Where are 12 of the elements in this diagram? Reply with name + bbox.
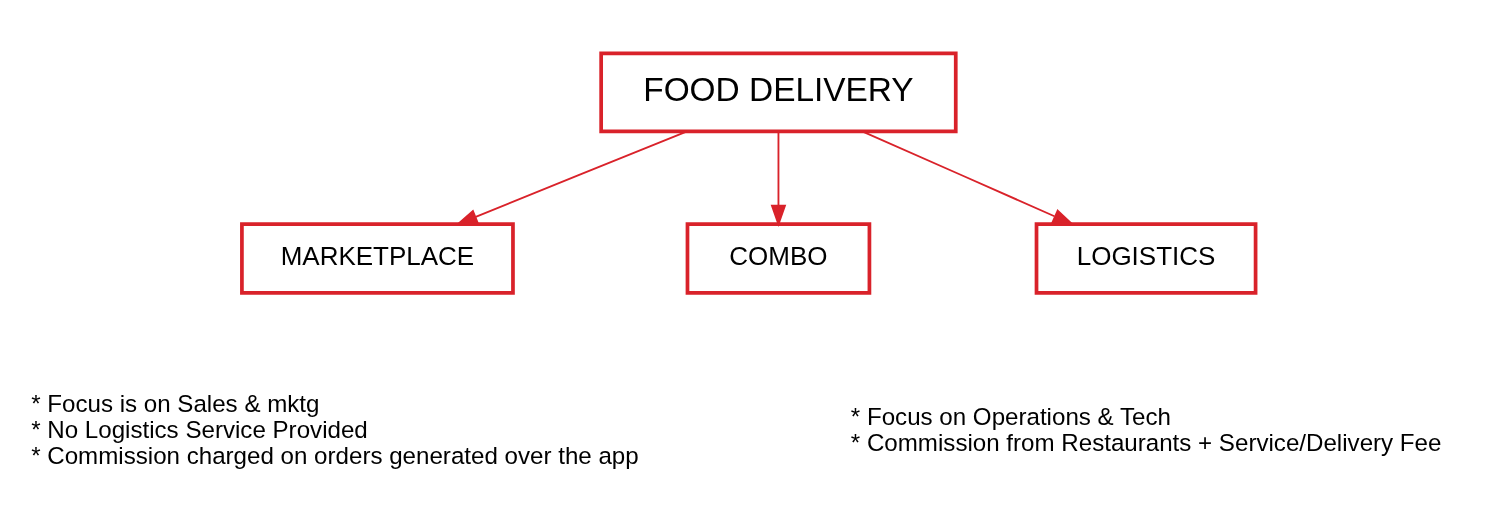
arrow: [455, 130, 688, 226]
node-label: * Focus is on Sales & mktg: [31, 390, 320, 418]
node-box: FOOD DELIVERY: [599, 51, 958, 134]
node-label: * Focus on Operations & Tech: [850, 403, 1171, 431]
arrow: [770, 131, 787, 227]
node-box: COMBO: [685, 222, 872, 295]
node-label: * Commission from Restaurants + Service/Delivery Fee: [850, 429, 1442, 457]
node-box: LOGISTICS: [1034, 222, 1258, 295]
node-label: * No Logistics Service Provided: [31, 416, 368, 444]
arrow: [861, 130, 1075, 226]
node-box: MARKETPLACE: [240, 222, 515, 295]
node-label: * Commission charged on orders generated over the app: [31, 442, 639, 470]
